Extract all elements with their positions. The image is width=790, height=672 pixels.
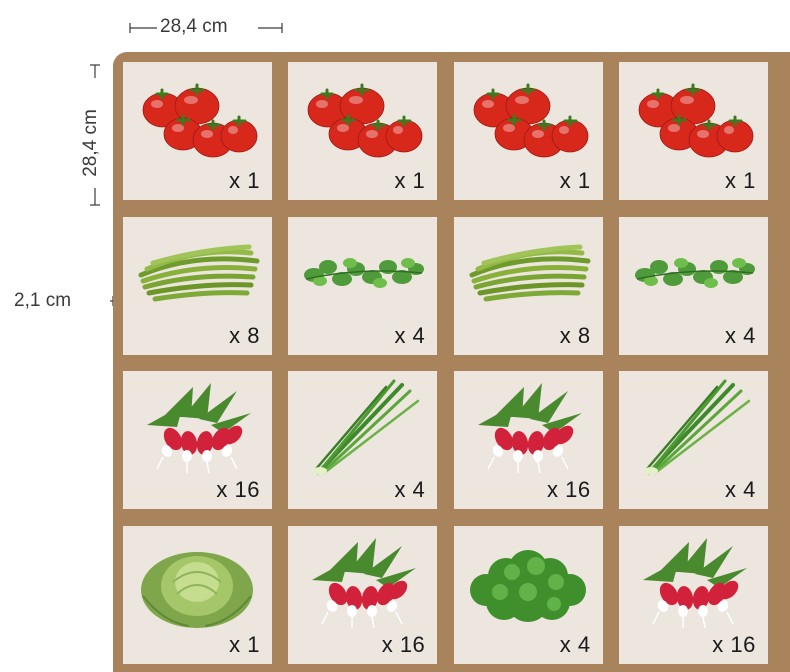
tomato-icon (133, 68, 261, 168)
grid-cell: x 1 (288, 62, 437, 200)
plant-count: x 8 (229, 323, 260, 349)
plant-count: x 4 (560, 632, 591, 658)
plant-count: x 16 (547, 477, 591, 503)
top-cell-dimension: 28,4 cm (160, 16, 228, 38)
radish-icon (133, 377, 261, 477)
green-beans-icon (133, 223, 261, 323)
chives-icon (298, 377, 426, 477)
plant-count: x 4 (725, 477, 756, 503)
tomato-icon (629, 68, 757, 168)
plant-count: x 4 (394, 323, 425, 349)
tomato-icon (464, 68, 592, 168)
grid-cell: x 4 (288, 217, 437, 355)
tomato-icon (298, 68, 426, 168)
lettuce-icon (464, 532, 592, 632)
herb-leaves-icon (298, 223, 426, 323)
plant-count: x 4 (725, 323, 756, 349)
plant-count: x 1 (560, 168, 591, 194)
radish-icon (629, 532, 757, 632)
plant-count: x 16 (216, 477, 260, 503)
grid-cell: x 1 (123, 526, 272, 664)
grid-cell: x 8 (454, 217, 603, 355)
plant-count: x 16 (382, 632, 426, 658)
garden-grid: x 1 x 1 (113, 52, 790, 672)
grid-cell: x 4 (288, 371, 437, 509)
chives-icon (629, 377, 757, 477)
grid-cell: x 4 (454, 526, 603, 664)
herb-leaves-icon (629, 223, 757, 323)
plant-count: x 16 (712, 632, 756, 658)
radish-icon (298, 532, 426, 632)
grid-cell: x 16 (454, 371, 603, 509)
plant-count: x 8 (560, 323, 591, 349)
grid-cell: x 1 (123, 62, 272, 200)
grid-cell: x 8 (123, 217, 272, 355)
cabbage-icon (133, 532, 261, 632)
divider-dimension: 2,1 cm (14, 290, 71, 312)
plant-count: x 4 (394, 477, 425, 503)
grid-cell: x 1 (454, 62, 603, 200)
side-cell-dimension: 28,4 cm (80, 98, 102, 188)
grid-cell: x 1 (619, 62, 768, 200)
plant-count: x 1 (394, 168, 425, 194)
grid-cell: x 4 (619, 371, 768, 509)
grid-cell: x 4 (619, 217, 768, 355)
grid-cell: x 16 (619, 526, 768, 664)
grid-cell: x 16 (123, 371, 272, 509)
grid-cell: x 16 (288, 526, 437, 664)
plant-count: x 1 (725, 168, 756, 194)
radish-icon (464, 377, 592, 477)
plant-count: x 1 (229, 168, 260, 194)
plant-count: x 1 (229, 632, 260, 658)
green-beans-icon (464, 223, 592, 323)
